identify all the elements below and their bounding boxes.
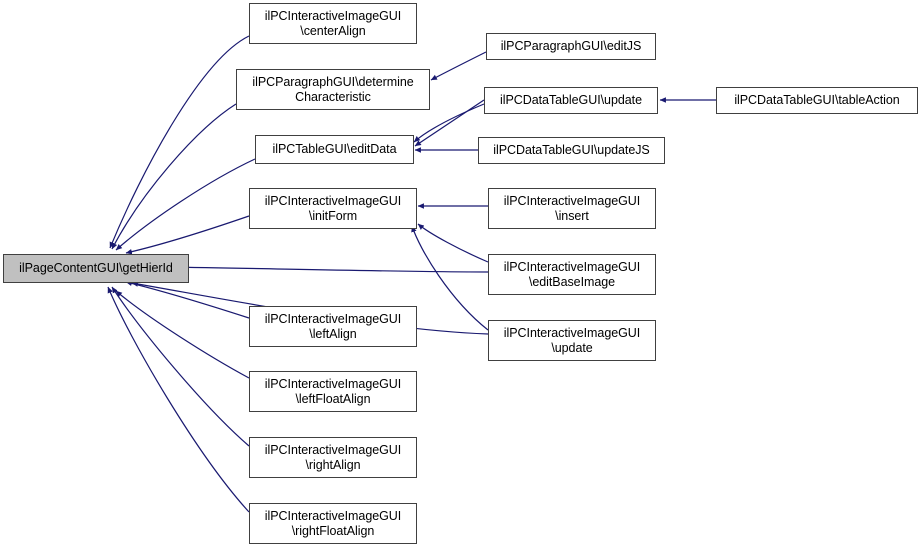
graph-node-label: ilPCDataTableGUI\updateJS (493, 143, 650, 157)
graph-node-label: ilPCParagraphGUI\determine Characteristi… (252, 74, 414, 104)
graph-edge-determineCharacteristic-to-getHierId (111, 103, 237, 250)
graph-node-centerAlign[interactable]: ilPCInteractiveImageGUI \centerAlign (249, 3, 417, 44)
graph-node-dtUpdateJS[interactable]: ilPCDataTableGUI\updateJS (478, 137, 665, 164)
graph-edge-centerAlign-to-getHierId (109, 35, 250, 249)
graph-node-editData[interactable]: ilPCTableGUI\editData (255, 135, 414, 164)
graph-node-label: ilPCInteractiveImageGUI \rightFloatAlign (264, 508, 402, 538)
graph-node-determineCharacteristic[interactable]: ilPCParagraphGUI\determine Characteristi… (236, 69, 430, 110)
graph-node-label: ilPCInteractiveImageGUI \initForm (264, 193, 402, 223)
graph-node-label: ilPCInteractiveImageGUI \update (503, 325, 641, 355)
graph-node-iiUpdate[interactable]: ilPCInteractiveImageGUI \update (488, 320, 656, 361)
graph-node-leftAlign[interactable]: ilPCInteractiveImageGUI \leftAlign (249, 306, 417, 347)
graph-node-label: ilPCInteractiveImageGUI \editBaseImage (503, 259, 641, 289)
graph-node-label: ilPCInteractiveImageGUI \centerAlign (264, 8, 402, 38)
graph-edge-iiEditBaseImage-to-getHierId (162, 264, 489, 273)
graph-node-label: ilPCDataTableGUI\tableAction (734, 93, 900, 107)
graph-node-label: ilPageContentGUI\getHierId (19, 261, 173, 275)
graph-edge-rightAlign-to-getHierId (111, 286, 250, 447)
graph-edge-leftAlign-to-getHierId (125, 280, 250, 319)
graph-node-tableAction[interactable]: ilPCDataTableGUI\tableAction (716, 87, 918, 114)
graph-node-label: ilPCInteractiveImageGUI \leftAlign (264, 311, 402, 341)
graph-edge-editJS-to-determineCharacteristic (430, 51, 487, 81)
graph-node-iiEditBaseImage[interactable]: ilPCInteractiveImageGUI \editBaseImage (488, 254, 656, 295)
graph-edge-iiEditBaseImage-to-initForm (417, 223, 489, 263)
graph-node-label: ilPCTableGUI\editData (272, 142, 397, 156)
graph-edge-iiUpdate-to-initForm (411, 225, 489, 331)
graph-node-dtUpdate[interactable]: ilPCDataTableGUI\update (484, 87, 658, 114)
graph-node-label: ilPCInteractiveImageGUI \leftFloatAlign (264, 376, 402, 406)
graph-edge-editData-to-getHierId (115, 158, 256, 251)
graph-node-iiInsert[interactable]: ilPCInteractiveImageGUI \insert (488, 188, 656, 229)
graph-node-editJS[interactable]: ilPCParagraphGUI\editJS (486, 33, 656, 60)
graph-edge-initForm-to-getHierId (125, 215, 250, 255)
graph-node-getHierId[interactable]: ilPageContentGUI\getHierId (3, 254, 189, 283)
graph-edge-rightFloatAlign-to-getHierId (107, 286, 250, 513)
graph-node-label: ilPCInteractiveImageGUI \insert (503, 193, 641, 223)
graph-edge-leftFloatAlign-to-getHierId (115, 290, 250, 379)
graph-node-label: ilPCDataTableGUI\update (500, 93, 642, 107)
graph-node-initForm[interactable]: ilPCInteractiveImageGUI \initForm (249, 188, 417, 229)
graph-node-rightAlign[interactable]: ilPCInteractiveImageGUI \rightAlign (249, 437, 417, 478)
graph-node-label: ilPCInteractiveImageGUI \rightAlign (264, 442, 402, 472)
graph-node-label: ilPCParagraphGUI\editJS (500, 39, 642, 53)
graph-node-rightFloatAlign[interactable]: ilPCInteractiveImageGUI \rightFloatAlign (249, 503, 417, 544)
graph-node-leftFloatAlign[interactable]: ilPCInteractiveImageGUI \leftFloatAlign (249, 371, 417, 412)
